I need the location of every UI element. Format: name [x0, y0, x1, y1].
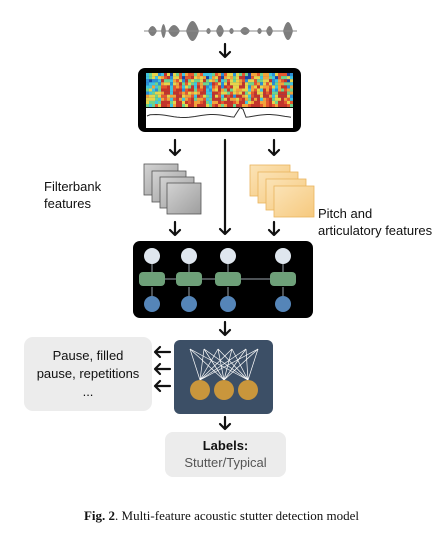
classifier-block — [174, 340, 273, 414]
filterbank-features-label: Filterbank features — [44, 178, 154, 212]
pitch-frames — [249, 164, 315, 218]
events-box: Pause, filled pause, repetitions ... — [24, 337, 152, 411]
events-line1: Pause, filled — [52, 348, 124, 363]
arrow-icon — [168, 220, 281, 237]
events-line3: ... — [82, 384, 94, 399]
pitch-label-line2: articulatory features — [318, 223, 433, 238]
events-line2: pause, repetitions — [36, 366, 140, 381]
caption-separator: . — [115, 508, 122, 523]
filterbank-label-line1: Filterbank — [44, 179, 102, 194]
waveform-icon — [144, 21, 297, 41]
pitch-features-label: Pitch and articulatory features — [318, 205, 438, 239]
arrow-icon — [218, 320, 232, 337]
filterbank-frames — [143, 163, 202, 215]
spectrogram-icon — [138, 68, 301, 132]
rnn-block — [133, 241, 313, 318]
caption-figure-number: Fig. 2 — [83, 508, 116, 523]
figure-caption: Fig. 2. Multi-feature acoustic stutter d… — [0, 508, 443, 524]
pitch-label-line1: Pitch and — [318, 206, 373, 221]
labels-box: Labels: Stutter/Typical — [165, 432, 286, 477]
arrow-icon — [168, 138, 281, 236]
filterbank-label-line2: features — [44, 196, 91, 211]
arrow-icon — [218, 415, 232, 431]
arrow-icon — [218, 42, 232, 59]
labels-value: Stutter/Typical — [184, 455, 267, 470]
arrow-icon — [153, 345, 172, 393]
caption-text: Multi-feature acoustic stutter detection… — [121, 508, 360, 523]
labels-title: Labels: — [202, 438, 249, 453]
